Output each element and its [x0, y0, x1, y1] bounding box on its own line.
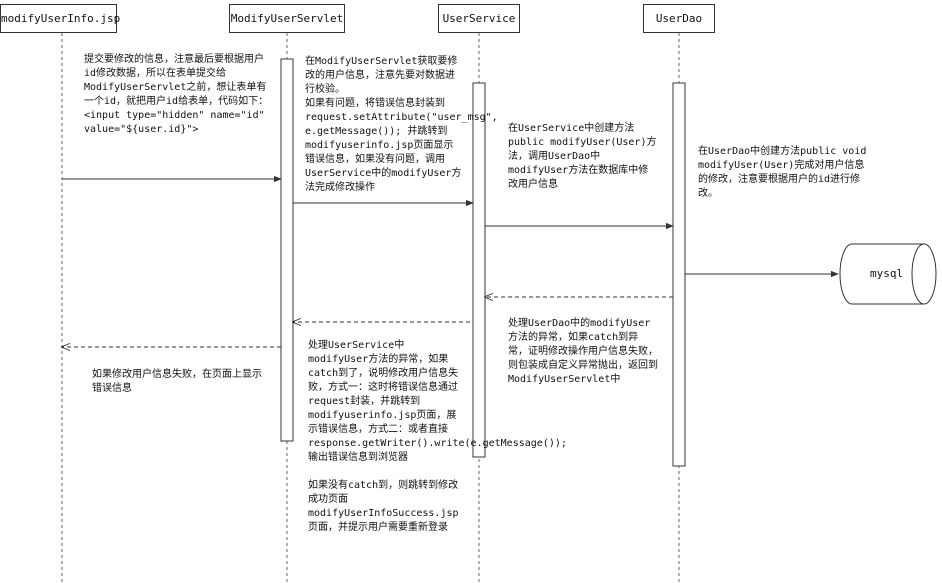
- participant-servlet: ModifyUserServlet: [229, 4, 345, 33]
- database-icon: [839, 243, 937, 305]
- note-service-method: 在UserService中创建方法public modifyUser(User)…: [508, 123, 657, 190]
- note-jsp-fail: 如果修改用户信息失败，在页面上显示错误信息: [92, 369, 262, 394]
- participant-service: UserService: [438, 4, 520, 33]
- database-label: mysql: [870, 267, 904, 280]
- note-service-exception: 处理UserDao中的modifyUser方法的异常，如果catch到异常，证明…: [508, 318, 658, 385]
- note-jsp-submit: 提交要修改的信息，注意最后要根据用户id修改数据，所以在表单提交给ModifyU…: [84, 54, 269, 135]
- participant-dao: UserDao: [643, 4, 715, 33]
- participant-jsp: modifyUserInfo.jsp: [0, 4, 120, 33]
- note-servlet-receive: 在ModifyUserServlet获取要修改的用户信息，注意先要对数据进行校验…: [305, 56, 498, 193]
- note-servlet-exception: 处理UserService中modifyUser方法的异常，如果catch到了，…: [308, 340, 567, 533]
- activation-servlet: [280, 58, 294, 442]
- note-dao-method: 在UserDao中创建方法public void modifyUser(User…: [698, 146, 867, 199]
- activation-dao: [672, 82, 686, 467]
- activation-service: [472, 82, 486, 458]
